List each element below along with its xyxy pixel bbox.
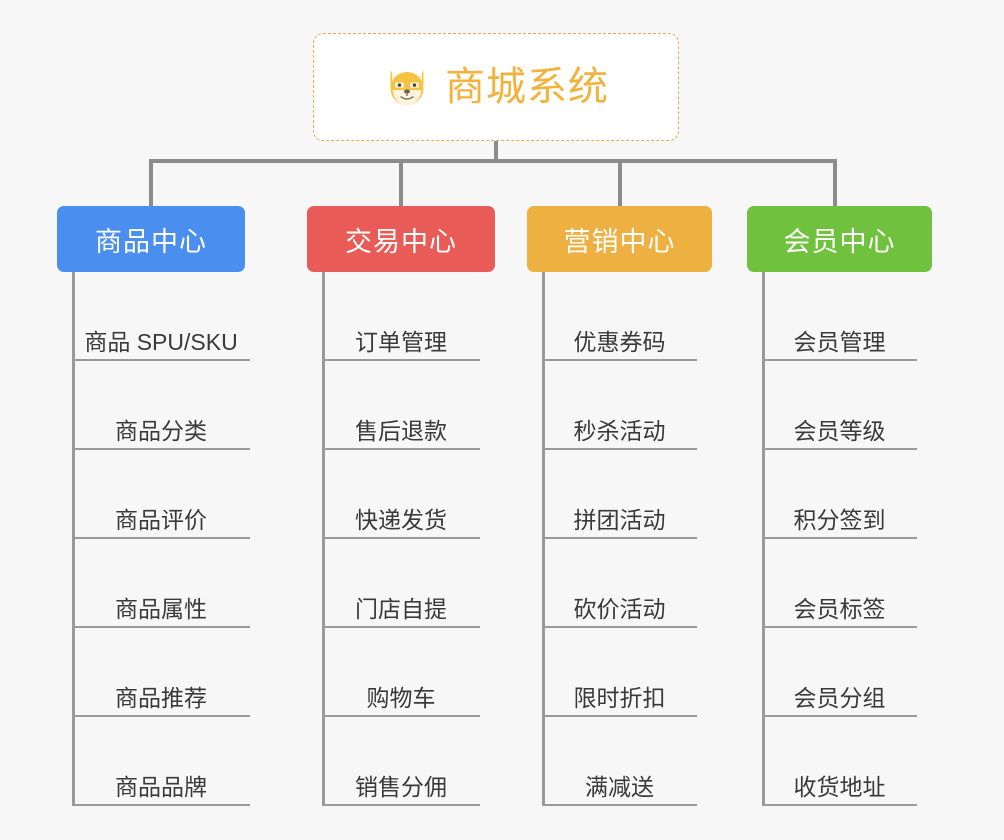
leaf-item-label: 商品 SPU/SKU [84,328,238,355]
leaf-item-label: 快递发货 [355,506,447,533]
connector-drop-3 [618,159,622,209]
leaf-item[interactable]: 购物车 [322,628,480,717]
category-title: 交易中心 [345,226,457,257]
leaf-item-label: 砍价活动 [573,595,666,622]
leaf-item[interactable]: 门店自提 [322,539,480,628]
leaf-item-label: 会员等级 [793,417,886,444]
leaf-item-label: 会员标签 [793,595,886,622]
leaf-item[interactable]: 会员分组 [762,628,917,717]
connector-drop-1 [149,159,153,209]
column-trunk-line [762,272,765,806]
column-trunk-line [72,272,75,806]
category-column-3: 优惠券码秒杀活动拼团活动砍价活动限时折扣满减送 [542,272,697,806]
leaf-item[interactable]: 满减送 [542,717,697,806]
leaf-item-label: 优惠券码 [573,328,666,355]
leaf-item[interactable]: 销售分佣 [322,717,480,806]
connector-root-stem [494,141,498,163]
leaf-item[interactable]: 售后退款 [322,361,480,450]
shiba-dog-icon [383,63,431,111]
leaf-item-label: 会员分组 [793,684,886,711]
category-column-4: 会员管理会员等级积分签到会员标签会员分组收货地址 [762,272,917,806]
root-title: 商城系统 [445,65,609,109]
leaf-item[interactable]: 优惠券码 [542,272,697,361]
leaf-item-label: 购物车 [366,684,436,711]
leaf-item-label: 拼团活动 [573,506,666,533]
leaf-item[interactable]: 砍价活动 [542,539,697,628]
leaf-item-label: 满减送 [585,773,654,800]
connector-horizontal-bar [149,159,837,163]
column-trunk-line [322,272,325,806]
leaf-item-label: 门店自提 [355,595,447,622]
leaf-item[interactable]: 会员管理 [762,272,917,361]
leaf-item[interactable]: 商品分类 [72,361,250,450]
leaf-item[interactable]: 拼团活动 [542,450,697,539]
category-title: 商品中心 [95,226,207,257]
leaf-item[interactable]: 秒杀活动 [542,361,697,450]
root-node[interactable]: 商城系统 [313,33,679,141]
leaf-item-label: 秒杀活动 [573,417,666,444]
leaf-item-label: 收货地址 [793,773,886,800]
leaf-item-label: 销售分佣 [355,773,447,800]
leaf-item[interactable]: 商品 SPU/SKU [72,272,250,361]
leaf-item-label: 积分签到 [793,506,886,533]
category-box-3[interactable]: 营销中心 [527,206,712,272]
leaf-item-label: 商品品牌 [115,773,207,800]
leaf-item[interactable]: 商品推荐 [72,628,250,717]
category-box-1[interactable]: 商品中心 [57,206,245,272]
leaf-item[interactable]: 订单管理 [322,272,480,361]
leaf-item[interactable]: 限时折扣 [542,628,697,717]
column-trunk-line [542,272,545,806]
leaf-item[interactable]: 商品属性 [72,539,250,628]
leaf-item-label: 商品分类 [115,417,207,444]
leaf-item-label: 商品评价 [115,506,207,533]
leaf-item[interactable]: 商品评价 [72,450,250,539]
category-box-2[interactable]: 交易中心 [307,206,495,272]
leaf-item-label: 订单管理 [355,328,447,355]
leaf-item[interactable]: 收货地址 [762,717,917,806]
connector-drop-4 [833,159,837,209]
leaf-item-label: 限时折扣 [573,684,666,711]
leaf-item-label: 商品属性 [115,595,207,622]
leaf-item[interactable]: 积分签到 [762,450,917,539]
category-column-1: 商品 SPU/SKU 商品分类商品评价商品属性商品推荐商品品牌 [72,272,250,806]
connector-drop-2 [399,159,403,209]
leaf-item-label: 商品推荐 [115,684,207,711]
category-column-2: 订单管理售后退款快递发货门店自提购物车销售分佣 [322,272,480,806]
leaf-item[interactable]: 快递发货 [322,450,480,539]
category-box-4[interactable]: 会员中心 [747,206,932,272]
leaf-item[interactable]: 商品品牌 [72,717,250,806]
leaf-item-label: 会员管理 [793,328,886,355]
leaf-item-label: 售后退款 [355,417,447,444]
category-title: 会员中心 [783,226,896,257]
leaf-item[interactable]: 会员标签 [762,539,917,628]
category-title: 营销中心 [563,226,676,257]
leaf-item[interactable]: 会员等级 [762,361,917,450]
